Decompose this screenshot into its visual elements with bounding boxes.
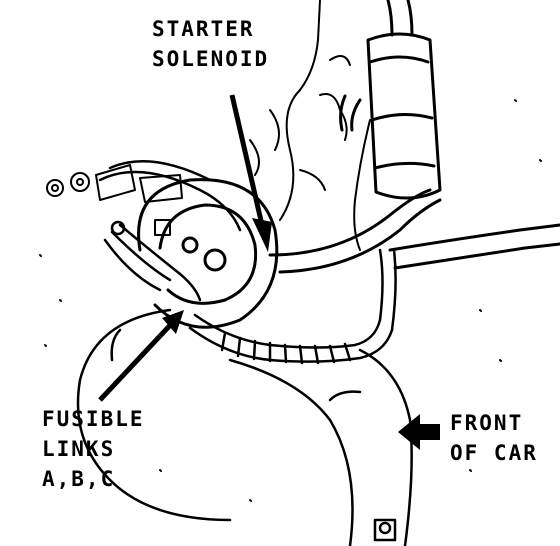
wiring-harness [98, 160, 242, 302]
solenoid-body [137, 178, 279, 329]
starter-solenoid-label-line-2: SOLENOID [152, 47, 270, 71]
fusible-links-label: FUSIBLE LINKS A,B,C [42, 404, 145, 494]
starter-motor [76, 308, 413, 546]
solenoid-pointer-arrow [229, 94, 272, 252]
texture-dots [39, 99, 542, 502]
battery-cable [268, 188, 560, 274]
front-of-car-arrow [398, 414, 440, 450]
hose [339, 0, 442, 200]
fusible-links-label-line-1: FUSIBLE [42, 407, 145, 431]
front-of-car-label-line-2: OF CAR [450, 441, 538, 465]
front-of-car-label: FRONT OF CAR [450, 408, 538, 468]
starter-solenoid-label-line-1: STARTER [152, 17, 255, 41]
fusible-links-label-line-3: A,B,C [42, 467, 116, 491]
starter-solenoid-label: STARTER SOLENOID [152, 14, 269, 74]
fusible-links-label-line-2: LINKS [42, 437, 116, 461]
fusible-link-cable [188, 248, 397, 365]
fusible-links-pointer-arrow [98, 310, 184, 402]
front-of-car-label-line-1: FRONT [450, 411, 524, 435]
terminal-connectors [46, 164, 183, 236]
